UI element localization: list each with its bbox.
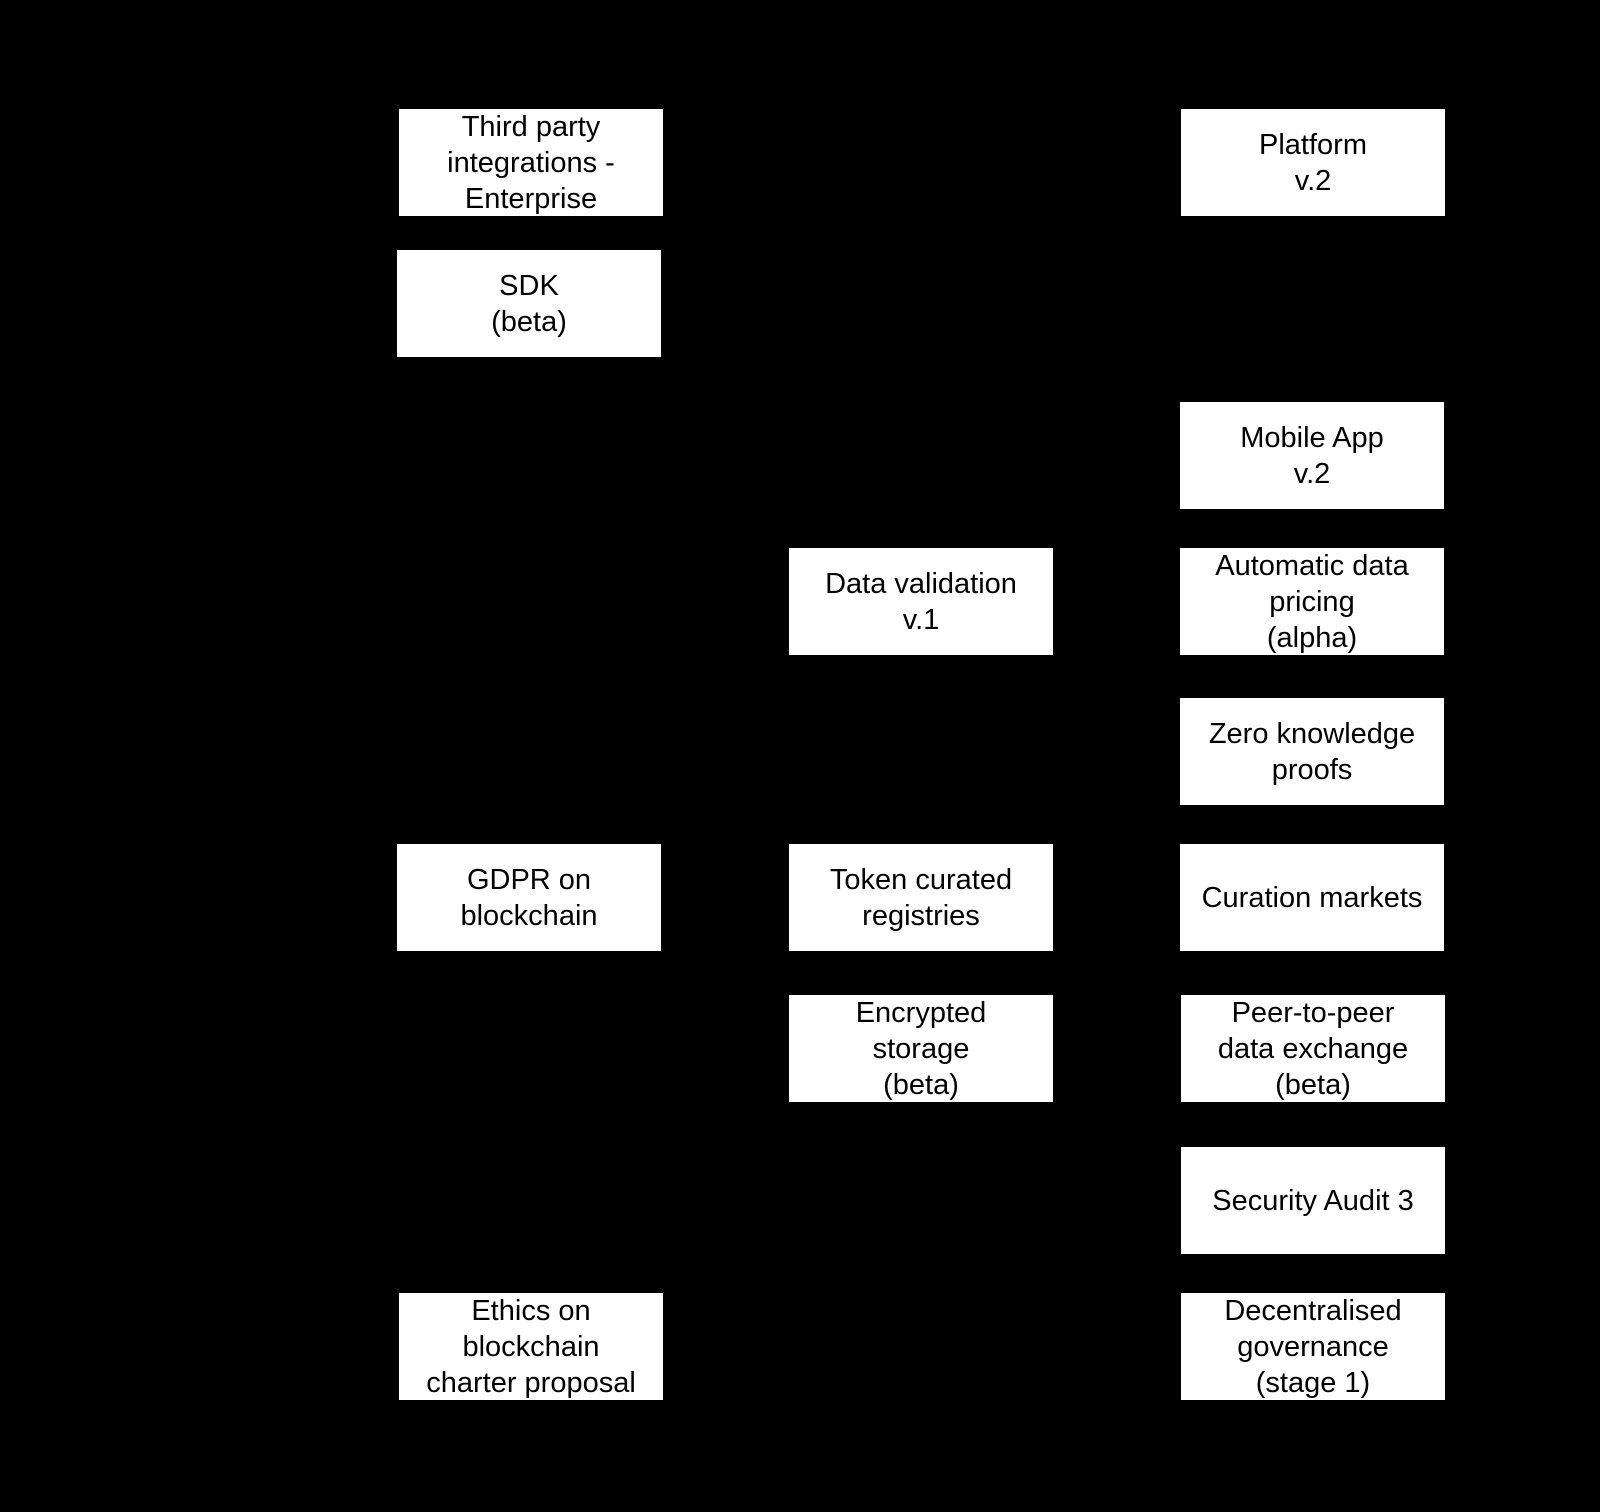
node-label: Token curated registries [829, 863, 1013, 932]
node-label: Security Audit 3 [1212, 1184, 1414, 1217]
node-label: Curation markets [1201, 881, 1423, 914]
node-token-curated-registries: Token curated registries [789, 844, 1053, 951]
node-label: Mobile App v.2 [1240, 421, 1384, 490]
node-decentralised-governance: Decentralised governance (stage 1) [1181, 1293, 1445, 1400]
node-third-party-integrations: Third party integrations - Enterprise [399, 109, 663, 216]
node-mobile-app: Mobile App v.2 [1180, 402, 1444, 509]
node-ethics-charter: Ethics on blockchain charter proposal [399, 1293, 663, 1400]
node-label: Zero knowledge proofs [1208, 717, 1416, 786]
node-zero-knowledge-proofs: Zero knowledge proofs [1180, 698, 1444, 805]
node-label: Data validation v.1 [825, 567, 1017, 636]
node-label: Peer-to-peer data exchange (beta) [1217, 996, 1409, 1101]
node-automatic-data-pricing: Automatic data pricing (alpha) [1180, 548, 1444, 655]
node-label: Decentralised governance (stage 1) [1224, 1294, 1402, 1399]
node-encrypted-storage: Encrypted storage (beta) [789, 995, 1053, 1102]
node-label: SDK (beta) [491, 269, 567, 338]
node-data-validation: Data validation v.1 [789, 548, 1053, 655]
node-label: Encrypted storage (beta) [855, 996, 987, 1101]
node-curation-markets: Curation markets [1180, 844, 1444, 951]
node-label: Platform v.2 [1259, 128, 1367, 197]
node-label: Automatic data pricing (alpha) [1215, 549, 1409, 654]
node-peer-to-peer-exchange: Peer-to-peer data exchange (beta) [1181, 995, 1445, 1102]
node-security-audit: Security Audit 3 [1181, 1147, 1445, 1254]
node-sdk: SDK (beta) [397, 250, 661, 357]
node-label: GDPR on blockchain [460, 863, 598, 932]
node-gdpr-on-blockchain: GDPR on blockchain [397, 844, 661, 951]
node-label: Ethics on blockchain charter proposal [426, 1294, 636, 1399]
node-platform: Platform v.2 [1181, 109, 1445, 216]
node-label: Third party integrations - Enterprise [447, 110, 615, 215]
